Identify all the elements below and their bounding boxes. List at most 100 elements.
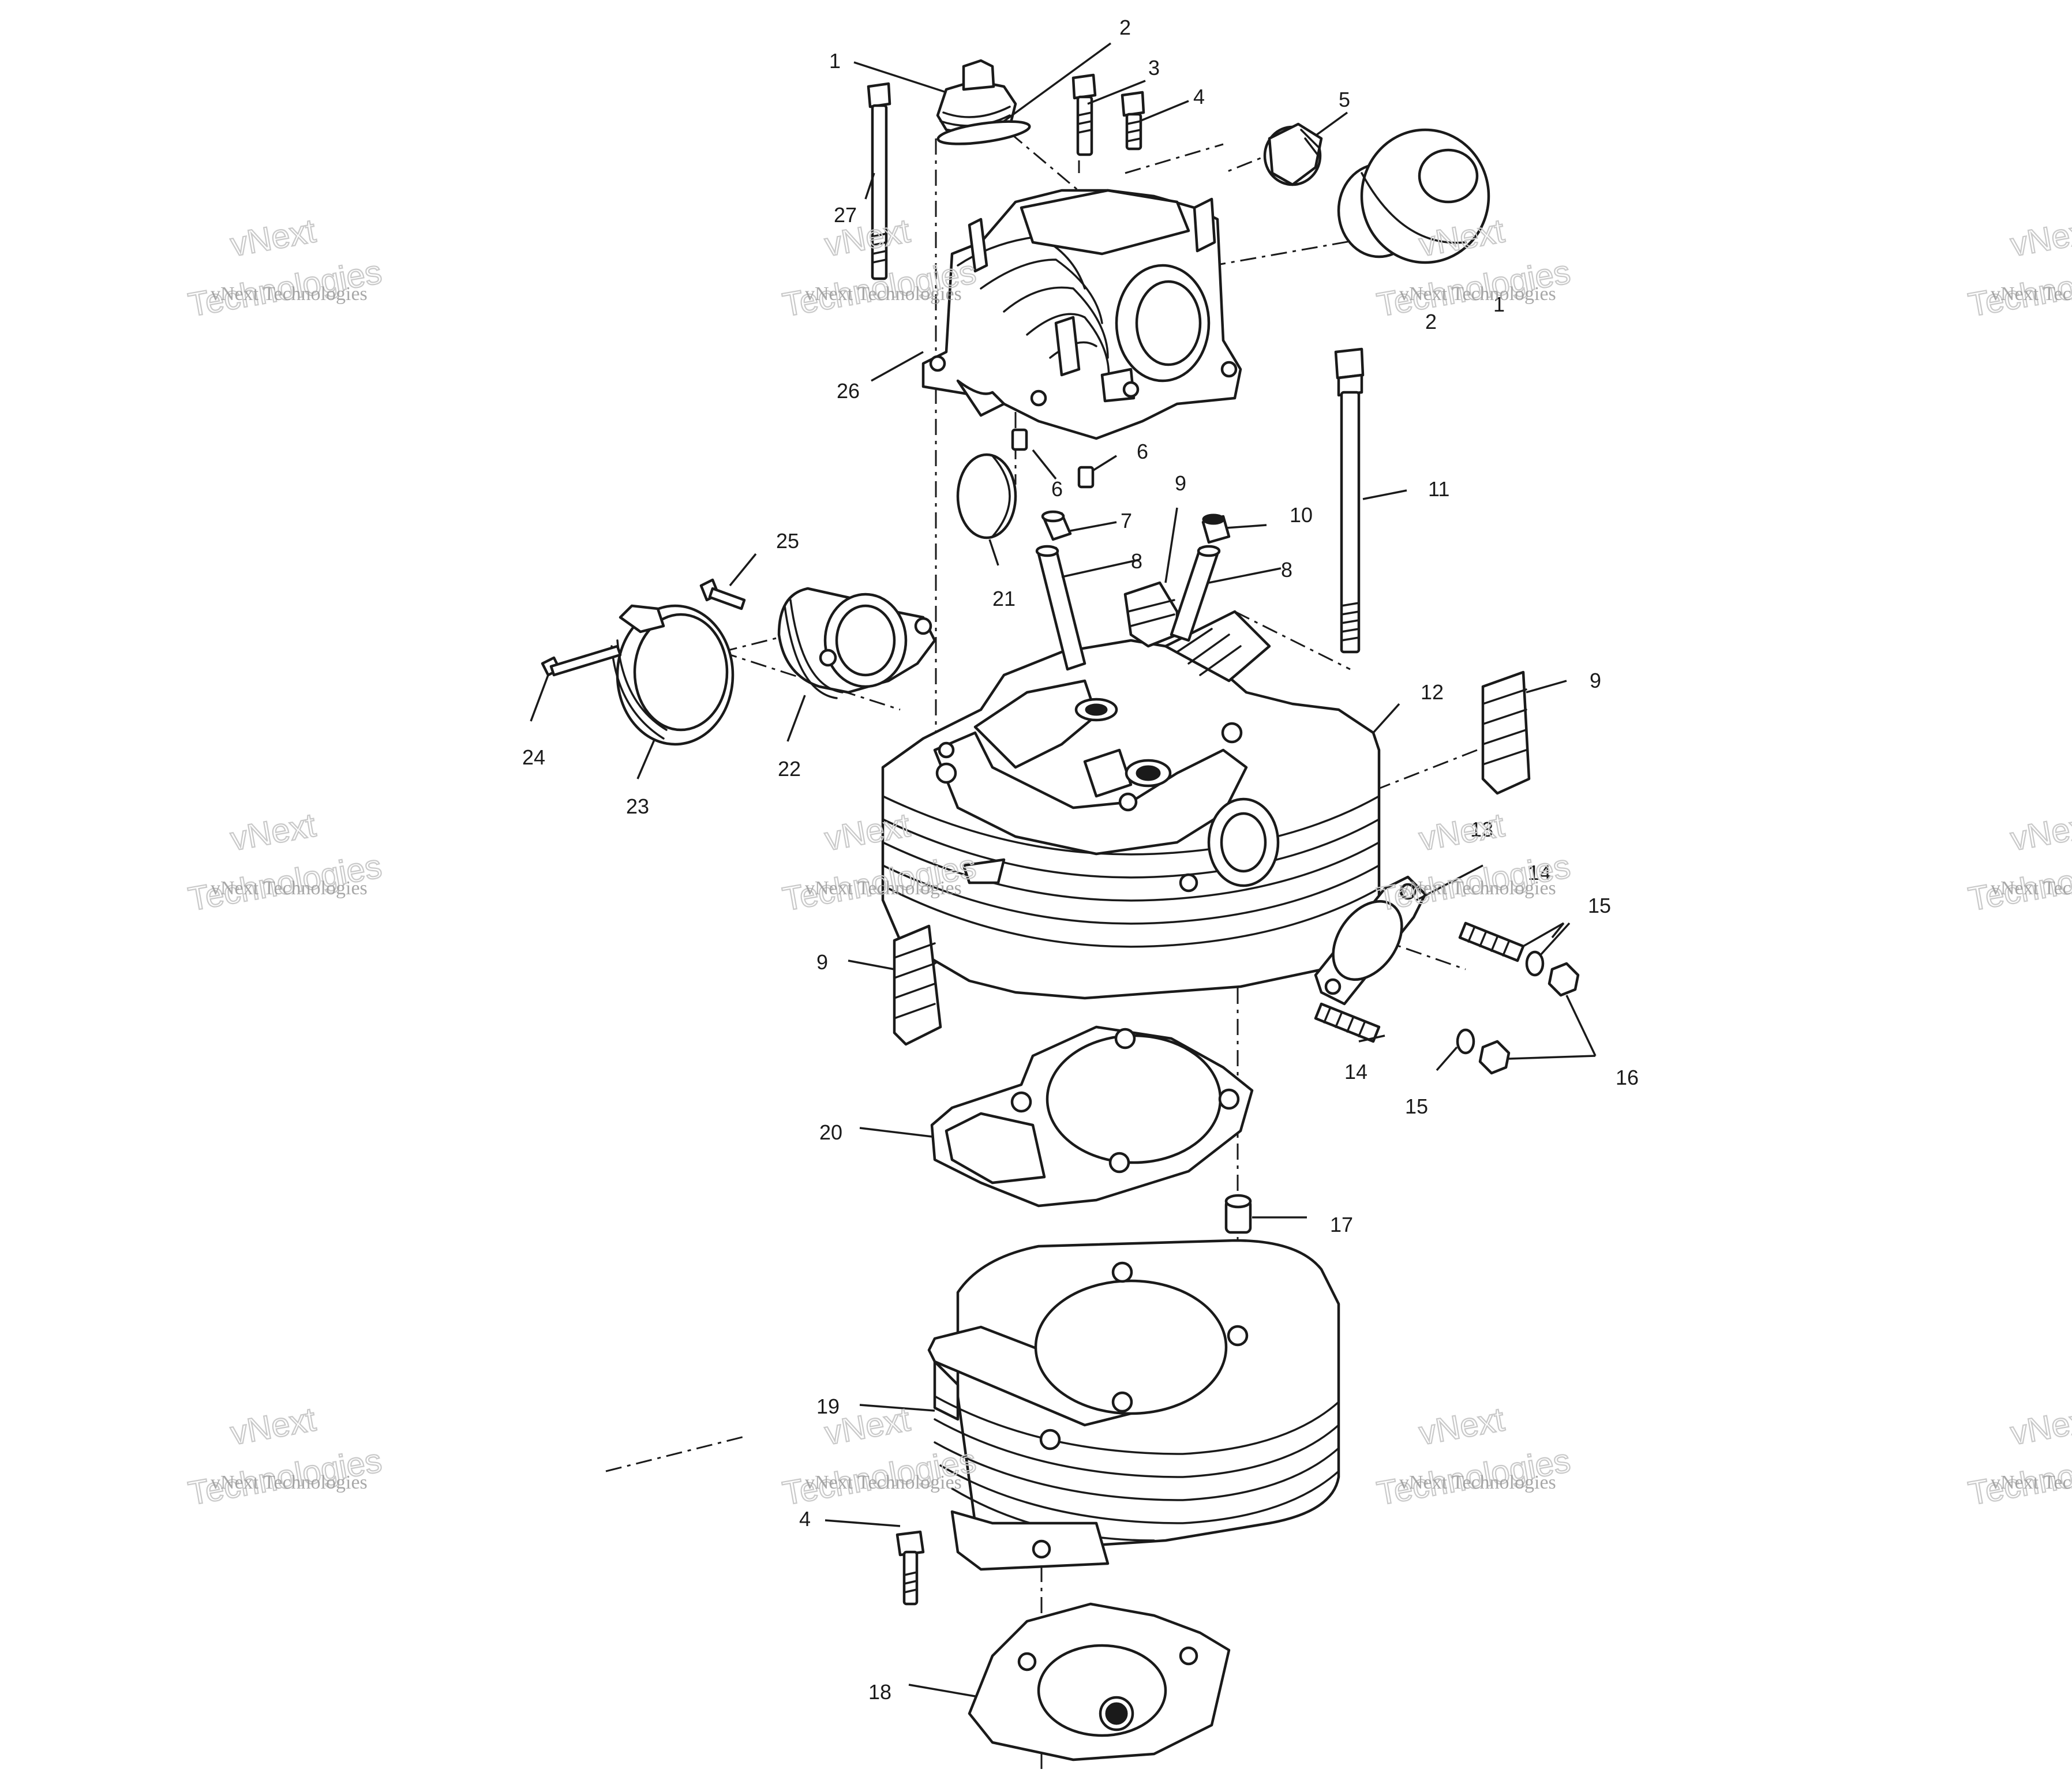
dowel-pin[interactable]: [1224, 1194, 1252, 1234]
valve-shim-stack-left[interactable]: [893, 924, 942, 1046]
intake-manifold[interactable]: [777, 587, 936, 699]
svg-text:vNext Technologies: vNext Technologies: [805, 878, 962, 899]
svg-text:vNext: vNext: [228, 1400, 319, 1452]
callout-16: 16: [1616, 1066, 1639, 1089]
valve-stem-seal-exhaust[interactable]: [1201, 513, 1231, 544]
intake-clamp[interactable]: [610, 604, 735, 746]
valve-cover[interactable]: [921, 189, 1242, 440]
callout-24: 24: [522, 745, 545, 769]
watermark: vNext Technologies vNext Technologies: [1373, 805, 1573, 919]
exhaust-nut-lower[interactable]: [1478, 1040, 1511, 1075]
callout-15-upper: 15: [1588, 894, 1611, 917]
svg-text:vNext: vNext: [228, 212, 319, 264]
callout-19: 19: [816, 1395, 840, 1418]
svg-text:vNext Technologies: vNext Technologies: [1991, 878, 2072, 899]
callout-10: 10: [1290, 503, 1313, 527]
callout-11: 11: [1428, 477, 1449, 501]
valve-guide-left[interactable]: [1035, 545, 1086, 671]
valve-guide-right[interactable]: [1170, 545, 1221, 642]
watermark: vNext Technologies vNext Technologies: [1965, 211, 2072, 324]
svg-text:vNext Technologies: vNext Technologies: [211, 283, 368, 305]
callout-9-top: 9: [1175, 471, 1186, 495]
svg-text:vNext: vNext: [2008, 806, 2072, 858]
callout-17: 17: [1330, 1213, 1353, 1236]
leader-lines: [530, 42, 1597, 1697]
svg-text:vNext Technologies: vNext Technologies: [805, 1472, 962, 1493]
svg-text:vNext: vNext: [2008, 1400, 2072, 1452]
callout-25: 25: [776, 529, 799, 553]
watermark: vNext Technologies vNext Technologies: [1965, 805, 2072, 919]
svg-text:vNext: vNext: [1417, 1400, 1507, 1452]
valve-shim-stack-top[interactable]: [1123, 581, 1179, 648]
callout-21: 21: [992, 587, 1016, 610]
svg-text:vNext Technologies: vNext Technologies: [211, 878, 368, 899]
valve-stem-seal[interactable]: [1041, 510, 1072, 541]
exhaust-gasket[interactable]: [1314, 875, 1427, 1006]
cover-through-bolt[interactable]: [867, 82, 891, 280]
callout-26: 26: [837, 379, 860, 403]
callout-labels: 1 2 3 4 5 27 2 1 26 6 6 11 9 10 7 25 8 8…: [522, 16, 1639, 1704]
watermark: vNext Technologies vNext Technologies: [185, 805, 385, 919]
callout-27: 27: [834, 203, 857, 227]
dowel-left[interactable]: [1011, 428, 1028, 451]
svg-text:vNext Technologies: vNext Technologies: [1399, 283, 1556, 305]
callout-2-right: 2: [1425, 310, 1437, 333]
callout-9-left: 9: [816, 950, 828, 974]
intake-clamp-screw[interactable]: [541, 644, 622, 677]
callout-8-left: 8: [1131, 549, 1142, 573]
callout-14-upper: 14: [1528, 861, 1551, 884]
svg-text:vNext Technologies: vNext Technologies: [1399, 1472, 1556, 1493]
watermark: vNext Technologies vNext Technologies: [779, 1400, 979, 1513]
cover-bolt-long[interactable]: [1071, 73, 1097, 156]
callout-22: 22: [778, 757, 801, 781]
callout-15-lower: 15: [1405, 1094, 1428, 1118]
exhaust-stud-lower[interactable]: [1314, 1002, 1381, 1043]
callout-14-lower: 14: [1344, 1060, 1367, 1084]
watermark: vNext Technologies vNext Technologies: [185, 211, 385, 324]
exhaust-nut-upper[interactable]: [1548, 962, 1580, 997]
callout-7: 7: [1121, 509, 1132, 533]
head-gasket[interactable]: [930, 1025, 1254, 1208]
callout-1-right: 1: [1493, 293, 1505, 316]
callout-23: 23: [626, 794, 649, 818]
breather-o-ring[interactable]: [936, 117, 1031, 148]
exhaust-stud-upper[interactable]: [1458, 921, 1525, 962]
base-gasket[interactable]: [968, 1602, 1231, 1761]
intake-bolt[interactable]: [699, 578, 746, 610]
watermark: vNext Technologies vNext Technologies: [1373, 1400, 1573, 1513]
cylinder-head[interactable]: [881, 610, 1381, 1000]
callout-8-right: 8: [1281, 558, 1292, 582]
callout-1: 1: [829, 49, 841, 73]
dowel-right[interactable]: [1077, 466, 1095, 489]
svg-text:vNext: vNext: [1417, 806, 1507, 858]
watermark: vNext Technologies vNext Technologies: [185, 1400, 385, 1513]
lock-washer-lower[interactable]: [1456, 1028, 1475, 1055]
inspection-plug[interactable]: [956, 453, 1017, 539]
head-bolt-long[interactable]: [1334, 347, 1365, 654]
callout-3: 3: [1148, 56, 1160, 80]
callout-6-right: 6: [1137, 440, 1148, 463]
callout-13: 13: [1470, 818, 1493, 841]
svg-text:vNext: vNext: [2008, 212, 2072, 264]
callout-5: 5: [1339, 88, 1350, 111]
cylinder-bolt[interactable]: [896, 1530, 925, 1606]
svg-text:vNext Technologies: vNext Technologies: [211, 1472, 368, 1493]
cylinder[interactable]: [927, 1239, 1340, 1571]
cover-bolt-short[interactable]: [1121, 91, 1145, 151]
timing-plug[interactable]: [1263, 122, 1323, 186]
callout-6-left: 6: [1051, 477, 1063, 501]
watermark: vNext Technologies vNext Technologies: [779, 805, 979, 919]
lock-washer-upper[interactable]: [1525, 950, 1545, 977]
callout-9-right: 9: [1590, 669, 1601, 692]
callout-4: 4: [1193, 85, 1205, 108]
svg-text:vNext Technologies: vNext Technologies: [1991, 283, 2072, 305]
tappet-cap[interactable]: [1360, 128, 1490, 264]
svg-text:vNext Technologies: vNext Technologies: [1991, 1472, 2072, 1493]
watermark: vNext Technologies vNext Technologies: [1965, 1400, 2072, 1513]
svg-text:vNext Technologies: vNext Technologies: [1399, 878, 1556, 899]
callout-18: 18: [868, 1680, 891, 1704]
callout-2: 2: [1119, 16, 1131, 39]
callout-4-lower: 4: [799, 1507, 811, 1531]
valve-shim-stack-right[interactable]: [1481, 670, 1531, 795]
